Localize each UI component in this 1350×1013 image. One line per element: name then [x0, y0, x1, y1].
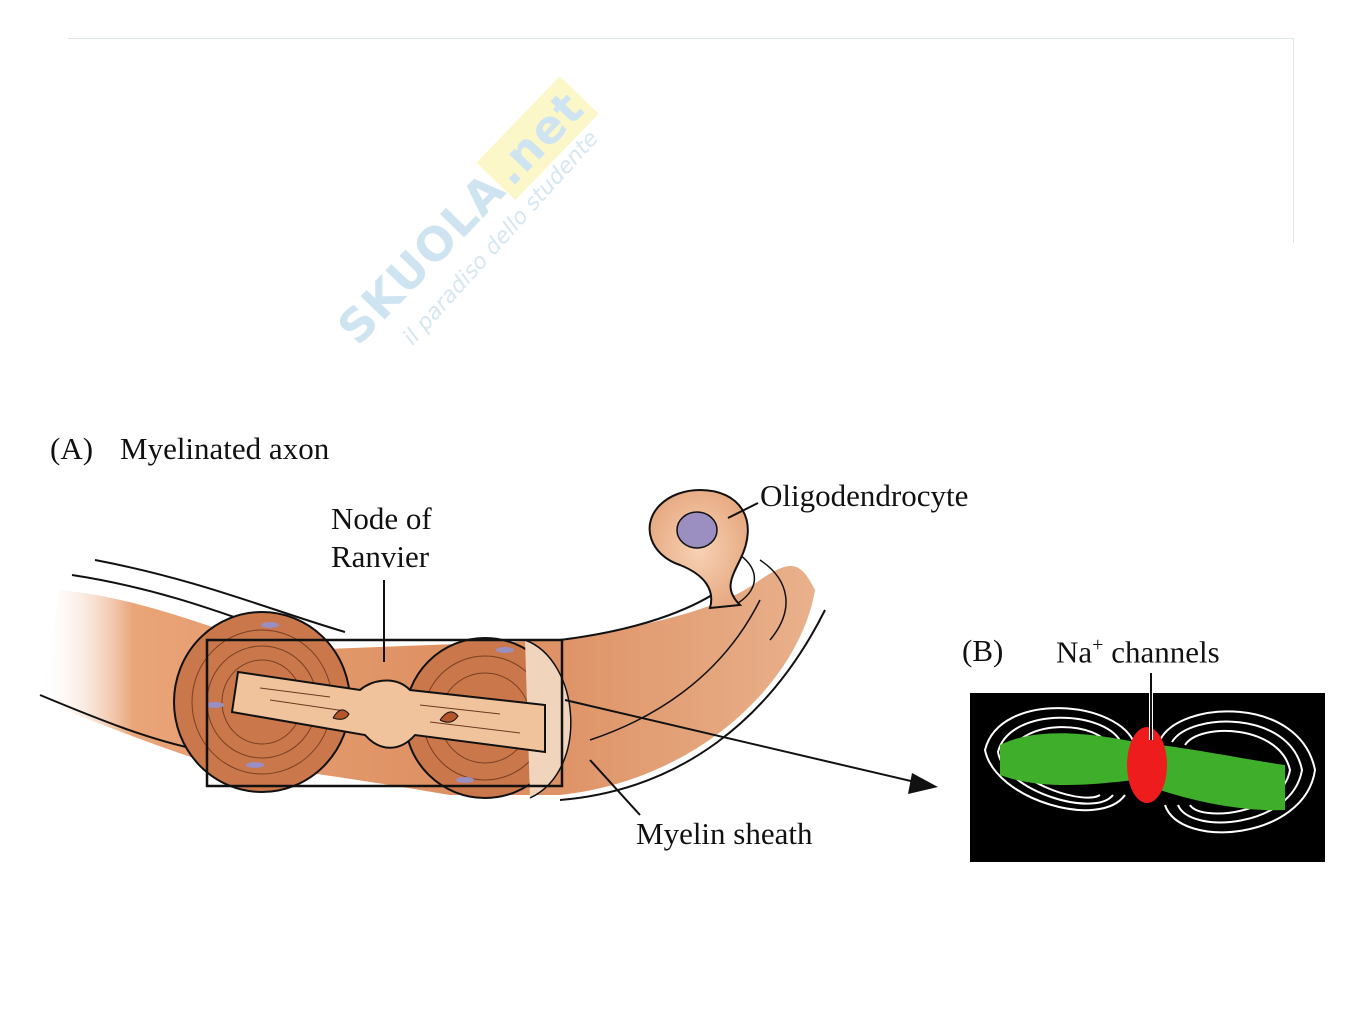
oligodendrocyte-cell [648, 488, 749, 610]
node-of-ranvier-label-line2: Ranvier [331, 539, 430, 574]
panel-b-letter: (B) [962, 633, 1004, 668]
panel-a-letter: (A) [50, 431, 94, 466]
myelin-sheath-label: Myelin sheath [636, 816, 813, 851]
myelin-leader-line [589, 759, 641, 816]
axon-striations [259, 687, 521, 734]
na-charge: + [1092, 634, 1104, 656]
oligo-leader-line [727, 502, 759, 519]
na-symbol: Na [1056, 634, 1093, 670]
frame-top-border [68, 38, 1294, 39]
frame-right-border [1293, 38, 1294, 243]
zoom-arrow [564, 699, 916, 783]
na-channels-label: Na+ channels [1056, 635, 1220, 667]
node-of-ranvier-label-line1: Node of [331, 501, 432, 536]
panel-a-title: Myelinated axon [120, 431, 330, 466]
mitochondrion-icon [332, 709, 350, 720]
na-channel-micrograph [970, 693, 1325, 862]
axon-core [230, 670, 546, 754]
arrowhead-icon [908, 773, 938, 794]
nucleus [676, 511, 718, 549]
mitochondrion-icon [439, 711, 459, 723]
channels-text: channels [1103, 634, 1220, 670]
oligodendrocyte-label: Oligodendrocyte [760, 478, 969, 513]
